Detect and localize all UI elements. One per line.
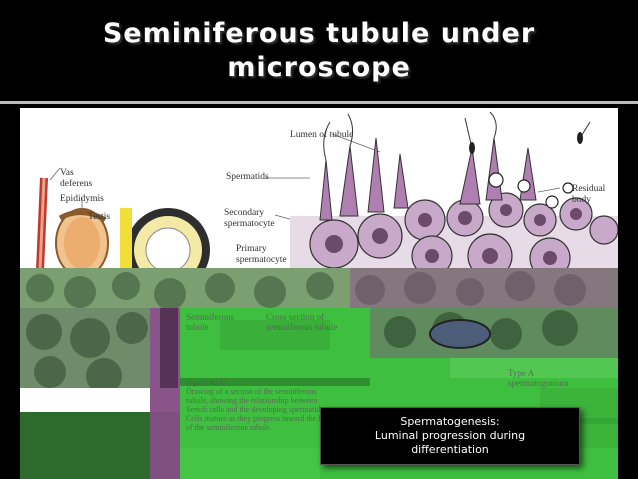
faded-label-seminiferous-tubule: Seminiferous tubule xyxy=(186,312,234,332)
label-residual-body: Residual body xyxy=(572,184,606,205)
slide-title: Seminiferous tubule under microscope xyxy=(102,17,536,83)
faded-label-spermatogonium: Type A spermatogonium xyxy=(508,368,569,388)
label-testis: Testis xyxy=(88,212,111,222)
microscope-figure: Lumen of tubule Vas deferens Epididymis … xyxy=(20,108,618,479)
tubule-drawing xyxy=(36,111,618,270)
residual-body-dots xyxy=(488,172,574,209)
caption-box: Spermatogenesis: Luminal progression dur… xyxy=(320,407,580,465)
faded-figure-caption: Figure 40.17 Drawing of a section of the… xyxy=(186,378,338,432)
corrupted-image-region: Seminiferous tubule Cross section of sem… xyxy=(20,268,618,479)
label-spermatids: Spermatids xyxy=(226,172,269,182)
spermatid-cells xyxy=(319,137,537,221)
label-secondary-spermatocyte: Secondary spermatocyte xyxy=(224,208,275,229)
faded-label-cross-section: Cross section of seminiferous tubule xyxy=(266,312,338,332)
label-primary-spermatocyte: Primary spermatocyte xyxy=(236,244,287,265)
label-vas-deferens: Vas deferens xyxy=(60,168,93,189)
title-bar: Seminiferous tubule under microscope xyxy=(0,0,638,104)
label-epididymis: Epididymis xyxy=(60,194,104,204)
label-lumen: Lumen of tubule xyxy=(290,130,354,140)
caption-text: Spermatogenesis: Luminal progression dur… xyxy=(374,415,526,456)
glitch-texture xyxy=(20,268,618,479)
